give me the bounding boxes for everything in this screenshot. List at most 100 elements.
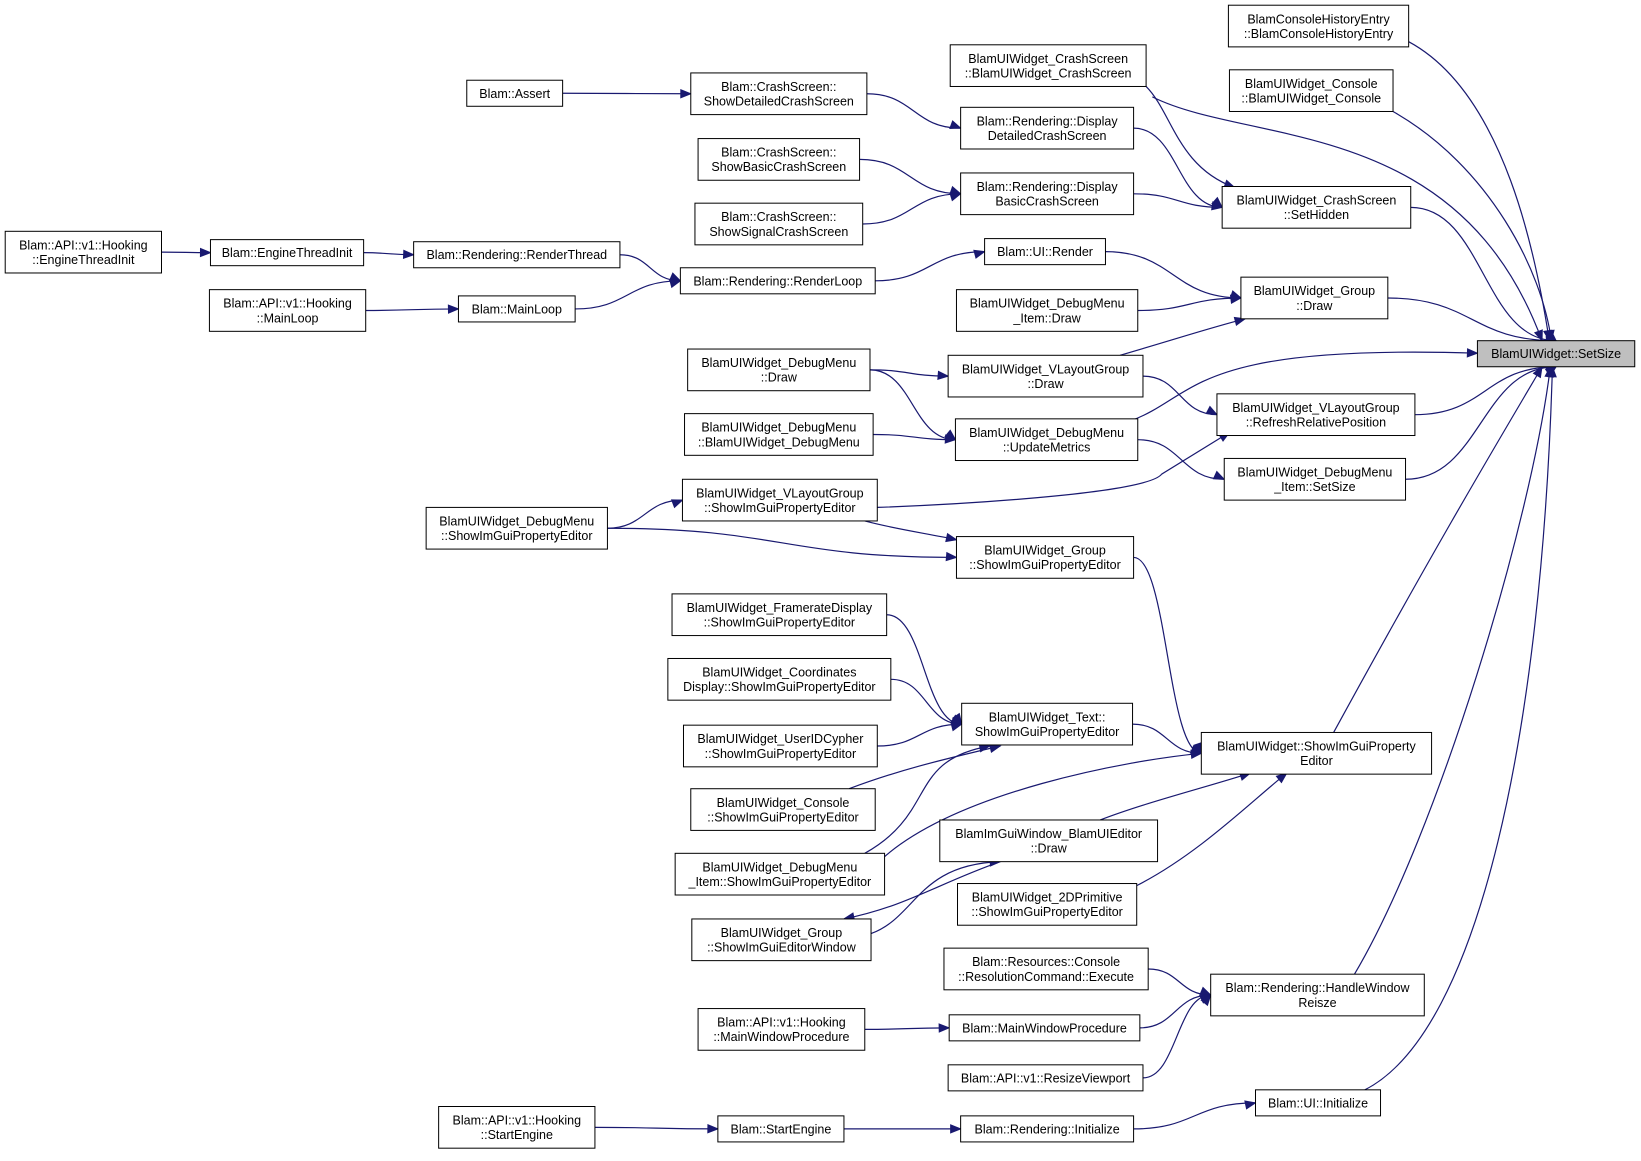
- graph-node[interactable]: Blam::API::v1::Hooking::StartEngine: [438, 1106, 596, 1149]
- graph-node[interactable]: BlamUIWidget_DebugMenu::Draw: [687, 348, 871, 392]
- node-box: [955, 289, 1139, 332]
- graph-node[interactable]: BlamUIWidget_DebugMenu_Item::Draw: [955, 289, 1139, 332]
- graph-node[interactable]: Blam::MainWindowProcedure: [948, 1014, 1141, 1042]
- node-box: [4, 230, 162, 274]
- graph-node[interactable]: BlamUIWidget_CoordinatesDisplay::ShowImG…: [667, 657, 892, 701]
- graph-node[interactable]: BlamUIWidget_CrashScreen::SetHidden: [1221, 186, 1412, 229]
- graph-node[interactable]: BlamUIWidget_DebugMenu_Item::ShowImGuiPr…: [674, 852, 886, 896]
- edge-n28-to-n27: [607, 499, 684, 529]
- graph-node[interactable]: BlamUIWidget_FramerateDisplay::ShowImGui…: [671, 593, 888, 637]
- node-box: [679, 267, 876, 295]
- graph-node[interactable]: Blam::MainLoop: [457, 295, 576, 323]
- graph-node[interactable]: BlamUIWidget_Group::Draw: [1240, 276, 1389, 320]
- graph-node[interactable]: Blam::Rendering::Initialize: [960, 1115, 1135, 1143]
- node-label: ::BlamUIWidget_Console: [1241, 91, 1381, 105]
- edge-n45-to-n20: [1364, 365, 1557, 1091]
- graph-node[interactable]: Blam::UI::Initialize: [1254, 1089, 1382, 1117]
- node-box: [960, 172, 1135, 216]
- edge-arrowhead: [1212, 470, 1226, 480]
- edge-line: [1105, 251, 1241, 299]
- graph-node[interactable]: Blam::API::v1::Hooking::MainLoop: [208, 289, 367, 332]
- node-label: BasicCrashScreen: [995, 195, 1099, 209]
- graph-node[interactable]: BlamConsoleHistoryEntry::BlamConsoleHist…: [1227, 4, 1410, 48]
- graph-node[interactable]: BlamUIWidget_Text::ShowImGuiPropertyEdit…: [961, 702, 1134, 746]
- node-box: [1223, 457, 1407, 501]
- edge-n31-to-n32: [890, 678, 963, 725]
- node-label: BlamUIWidget_DebugMenu: [701, 421, 856, 435]
- graph-node[interactable]: BlamUIWidget_Group::ShowImGuiPropertyEdi…: [955, 536, 1135, 579]
- edge-n9-to-n8: [862, 192, 962, 225]
- graph-node[interactable]: Blam::Assert: [466, 79, 564, 107]
- edge-n6-to-n10: [1133, 127, 1224, 209]
- edge-arrowhead: [950, 722, 963, 732]
- node-label: BlamUIWidget_DebugMenu: [701, 356, 856, 370]
- edge-arrowhead: [938, 1023, 951, 1033]
- graph-node[interactable]: Blam::Rendering::DisplayDetailedCrashScr…: [960, 106, 1135, 150]
- edge-arrowhead: [950, 1124, 962, 1134]
- graph-node[interactable]: BlamUIWidget_DebugMenu::ShowImGuiPropert…: [425, 506, 608, 550]
- edge-n38-to-n34: [1136, 772, 1288, 887]
- graph-node[interactable]: BlamUIWidget_2DPrimitive::ShowImGuiPrope…: [957, 883, 1138, 926]
- node-label: Blam::UI::Initialize: [1268, 1096, 1368, 1110]
- graph-node[interactable]: BlamUIWidget_DebugMenu::UpdateMetrics: [954, 418, 1139, 462]
- graph-node[interactable]: Blam::CrashScreen::ShowSignalCrashScreen: [694, 202, 864, 246]
- graph-node[interactable]: BlamUIWidget::ShowImGuiPropertyEditor: [1200, 731, 1433, 775]
- edge-line: [1142, 375, 1217, 416]
- node-label: Blam::MainLoop: [472, 302, 562, 316]
- graph-node[interactable]: BlamUIWidget_Console::ShowImGuiPropertyE…: [690, 788, 876, 831]
- graph-node[interactable]: BlamUIWidget_CrashScreen::BlamUIWidget_C…: [949, 44, 1147, 87]
- edge-line: [1387, 297, 1557, 342]
- edge-n7-to-n8: [859, 158, 962, 195]
- edge-arrowhead: [1199, 986, 1212, 996]
- graph-node[interactable]: BlamUIWidget_Group::ShowImGuiEditorWindo…: [691, 918, 872, 962]
- edge-n37-to-n34: [883, 749, 1203, 858]
- edge-arrowhead: [1205, 405, 1219, 416]
- node-label: BlamUIWidget_Group: [721, 926, 843, 940]
- edge-line: [864, 520, 957, 541]
- node-box: [947, 354, 1144, 398]
- edge-arrowhead: [447, 304, 460, 314]
- edge-n3-to-n10: [1145, 86, 1236, 189]
- graph-node[interactable]: Blam::CrashScreen::ShowDetailedCrashScre…: [690, 72, 868, 116]
- graph-node[interactable]: Blam::API::v1::Hooking::EngineThreadInit: [4, 230, 162, 274]
- edge-arrowhead: [1532, 365, 1543, 379]
- graph-node[interactable]: BlamUIWidget_VLayoutGroup::RefreshRelati…: [1216, 393, 1416, 437]
- node-label: _Item::ShowImGuiPropertyEditor: [688, 875, 872, 889]
- edge-arrowhead: [944, 434, 957, 444]
- graph-node[interactable]: Blam::API::v1::Hooking::MainWindowProced…: [697, 1008, 866, 1051]
- graph-node[interactable]: Blam::CrashScreen::ShowBasicCrashScreen: [697, 138, 861, 181]
- edge-n14-to-n15: [875, 249, 986, 282]
- graph-node[interactable]: BlamUIWidget_Console::BlamUIWidget_Conso…: [1228, 69, 1394, 112]
- graph-node[interactable]: Blam::Resources::Console::ResolutionComm…: [943, 947, 1149, 991]
- graph-node[interactable]: BlamUIWidget_UserIDCypher::ShowImGuiProp…: [682, 724, 878, 768]
- edge-line: [873, 433, 956, 441]
- node-label: _Item::Draw: [1012, 311, 1081, 325]
- edge-n11-to-n12: [161, 247, 212, 258]
- graph-node[interactable]: Blam::API::v1::ResizeViewport: [947, 1064, 1144, 1092]
- node-box: [694, 202, 864, 246]
- graph-node[interactable]: Blam::StartEngine: [717, 1115, 845, 1143]
- graph-node[interactable]: BlamUIWidget_DebugMenu::BlamUIWidget_Deb…: [684, 413, 874, 456]
- edge-n25-to-n26: [1137, 439, 1226, 480]
- node-label: ShowDetailedCrashScreen: [704, 95, 854, 109]
- root-node[interactable]: BlamUIWidget::SetSize: [1476, 340, 1636, 368]
- node-label: Blam::StartEngine: [731, 1122, 832, 1136]
- node-label: BlamUIWidget_CrashScreen: [1237, 194, 1397, 208]
- edge-line: [1133, 193, 1223, 208]
- graph-node[interactable]: BlamUIWidget_VLayoutGroup::Draw: [947, 354, 1144, 398]
- node-box: [1228, 69, 1394, 112]
- graph-node[interactable]: BlamUIWidget_DebugMenu_Item::SetSize: [1223, 457, 1407, 501]
- edge-line: [1414, 366, 1557, 416]
- graph-node[interactable]: Blam::Rendering::RenderLoop: [679, 267, 876, 295]
- node-label: ::Draw: [1296, 299, 1333, 313]
- graph-node[interactable]: Blam::UI::Render: [984, 238, 1106, 266]
- graph-node[interactable]: BlamImGuiWindow_BlamUIEditor::Draw: [939, 819, 1159, 863]
- edge-line: [870, 861, 1001, 935]
- graph-node[interactable]: BlamUIWidget_VLayoutGroup::ShowImGuiProp…: [681, 478, 878, 522]
- node-label: Blam::Rendering::RenderThread: [426, 248, 607, 262]
- graph-node[interactable]: Blam::EngineThreadInit: [209, 239, 365, 267]
- graph-node[interactable]: Blam::Rendering::RenderThread: [413, 241, 621, 269]
